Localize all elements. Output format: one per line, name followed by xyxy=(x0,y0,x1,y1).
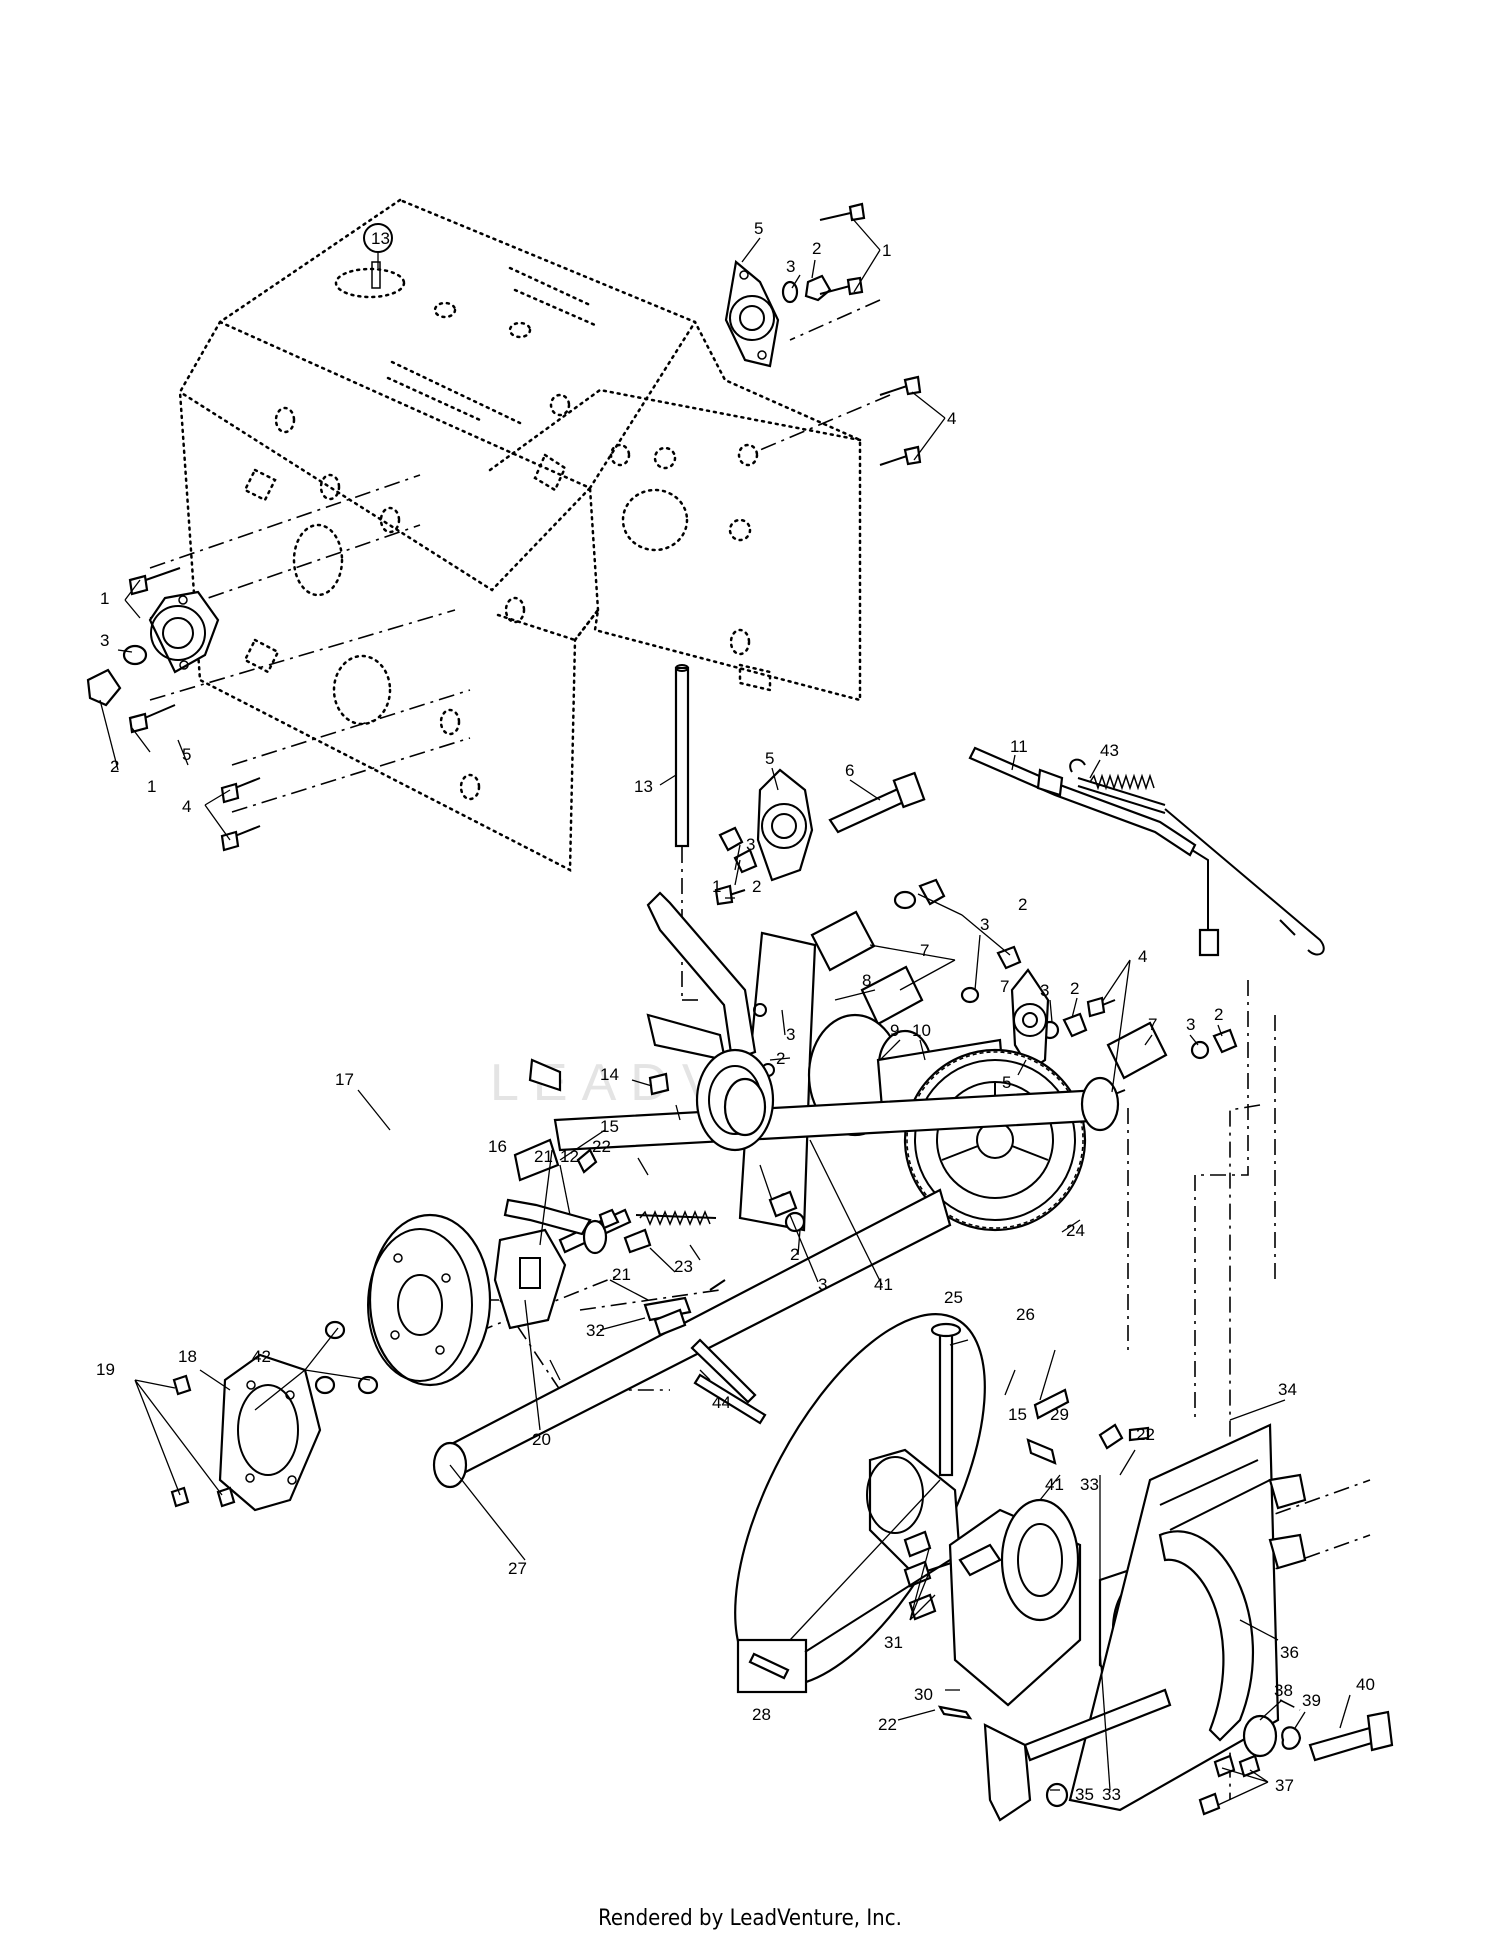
callout-43: 43 xyxy=(1100,741,1119,760)
callout-21-upper: 21 xyxy=(534,1147,553,1166)
callout-3: 3 xyxy=(786,257,795,276)
callout-2-far-right: 2 xyxy=(1214,1005,1223,1024)
top-bearing-assembly xyxy=(724,202,922,466)
callout-6: 6 xyxy=(845,761,854,780)
callout-4: 4 xyxy=(947,409,956,428)
callout-14: 14 xyxy=(600,1065,619,1084)
callout-22-lower-right: 22 xyxy=(1136,1425,1155,1444)
callout-11: 11 xyxy=(1010,737,1028,756)
callout-34: 34 xyxy=(1278,1380,1297,1399)
callout-44: 44 xyxy=(712,1393,731,1412)
callout-1: 1 xyxy=(882,241,891,260)
pulley-assembly xyxy=(170,1213,567,1512)
callout-36: 36 xyxy=(1280,1643,1299,1662)
callout-2-mid: 2 xyxy=(776,1049,785,1068)
callout-13-circle: 13 xyxy=(371,229,390,248)
left-bearing-assembly xyxy=(86,567,261,852)
callout-2-spacer: 2 xyxy=(1018,895,1027,914)
callout-25: 25 xyxy=(944,1288,963,1307)
callout-33-upper: 33 xyxy=(1080,1475,1099,1494)
callout-5-right: 5 xyxy=(1002,1073,1011,1092)
callout-22-lower-left: 22 xyxy=(878,1715,897,1734)
callout-41: 41 xyxy=(874,1275,893,1294)
callout-2: 2 xyxy=(812,239,821,258)
callout-29: 29 xyxy=(1050,1405,1069,1424)
callout-10: 10 xyxy=(912,1021,931,1040)
callout-5-center: 5 xyxy=(765,749,774,768)
leader-lines xyxy=(99,217,1351,1806)
footer-credit: Rendered by LeadVenture, Inc. xyxy=(598,1906,902,1931)
callout-21-lower: 21 xyxy=(612,1265,631,1284)
callout-30: 30 xyxy=(914,1685,933,1704)
pin-assembly xyxy=(653,1308,767,1425)
callout-17: 17 xyxy=(335,1070,354,1089)
callout-19: 19 xyxy=(96,1360,115,1379)
callout-15-lower: 15 xyxy=(1008,1405,1027,1424)
callout-23: 23 xyxy=(674,1257,693,1276)
callout-3-far-right: 3 xyxy=(1186,1015,1195,1034)
callout-2-right: 2 xyxy=(1070,979,1079,998)
callout-5: 5 xyxy=(754,219,763,238)
callout-3-lower: 3 xyxy=(818,1275,827,1294)
callout-1-left-lower: 1 xyxy=(147,777,156,796)
callout-labels: 13 5 3 2 1 4 1 3 2 1 5 4 13 5 6 3 1 2 11… xyxy=(96,219,1375,1804)
callout-33-lower: 33 xyxy=(1102,1785,1121,1804)
callout-38: 38 xyxy=(1274,1681,1293,1700)
callout-31: 31 xyxy=(884,1633,903,1652)
callout-15: 15 xyxy=(600,1117,619,1136)
callout-9: 9 xyxy=(890,1021,899,1040)
callout-7-right: 7 xyxy=(1148,1015,1157,1034)
rod-spring-assembly xyxy=(968,746,1325,957)
rod-13 xyxy=(371,261,690,848)
callout-2-center: 2 xyxy=(752,877,761,896)
callout-27: 27 xyxy=(508,1559,527,1578)
callout-42: 42 xyxy=(252,1347,271,1366)
callout-7-lower: 7 xyxy=(1000,977,1009,996)
callout-3-left: 3 xyxy=(100,631,109,650)
center-bearing-assembly xyxy=(714,768,926,906)
callout-3-right: 3 xyxy=(1040,981,1049,1000)
callout-35: 35 xyxy=(1075,1785,1094,1804)
callout-3-mid: 3 xyxy=(786,1025,795,1044)
callout-24: 24 xyxy=(1066,1221,1085,1240)
callout-20: 20 xyxy=(532,1430,551,1449)
callout-3-center: 3 xyxy=(746,835,755,854)
callout-37: 37 xyxy=(1275,1776,1294,1795)
callout-7-upper: 7 xyxy=(920,941,929,960)
callout-4-left: 4 xyxy=(182,797,191,816)
lower-housing-assembly xyxy=(734,1313,1394,1822)
callout-1-left: 1 xyxy=(100,589,109,608)
lever-assembly xyxy=(503,1058,757,1404)
callout-22: 22 xyxy=(592,1137,611,1156)
callout-41-lower: 41 xyxy=(1045,1475,1064,1494)
callout-12: 12 xyxy=(560,1147,579,1166)
callout-39: 39 xyxy=(1302,1691,1321,1710)
callout-28: 28 xyxy=(752,1705,771,1724)
callout-32: 32 xyxy=(586,1321,605,1340)
callout-40: 40 xyxy=(1356,1675,1375,1694)
callout-16: 16 xyxy=(488,1137,507,1156)
callout-18: 18 xyxy=(178,1347,197,1366)
callout-3-spacer: 3 xyxy=(980,915,989,934)
callout-13: 13 xyxy=(634,777,653,796)
callout-1-center: 1 xyxy=(712,877,721,896)
callout-8: 8 xyxy=(862,971,871,990)
callout-26: 26 xyxy=(1016,1305,1035,1324)
callout-5-left: 5 xyxy=(182,745,191,764)
callout-2-lower: 2 xyxy=(790,1245,799,1264)
callout-2-left: 2 xyxy=(110,757,119,776)
callout-4-right: 4 xyxy=(1138,947,1147,966)
